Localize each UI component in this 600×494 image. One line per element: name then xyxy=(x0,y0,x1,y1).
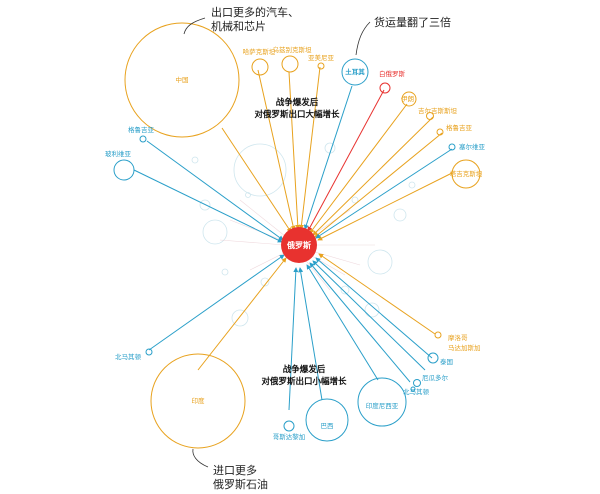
importer-flows xyxy=(133,85,453,411)
label-macedonia-left: 北马其顿 xyxy=(115,352,142,361)
label-thailand: 泰国 xyxy=(440,357,453,366)
annotation-top-left-1: 出口更多的汽车、 xyxy=(211,5,299,19)
label-bolivia: 玻利维亚 xyxy=(105,149,132,158)
background-countries xyxy=(191,142,416,327)
label-armenia: 亚美尼亚 xyxy=(308,53,335,62)
label-morocco2: 马达加斯加 xyxy=(448,343,481,352)
annotation-top-right: 货运量翻了三倍 xyxy=(374,15,451,29)
annotation-bottom-left-2: 俄罗斯石油 xyxy=(213,477,268,491)
annotation-top-left-2: 机械和芯片 xyxy=(211,19,266,33)
country-thailand[interactable] xyxy=(427,352,439,364)
annotation-mid-top-1: 战争爆发后 xyxy=(276,97,319,108)
label-india: 印度 xyxy=(192,396,206,405)
annotation-leaders xyxy=(183,17,371,468)
country-kyrgyz-blue[interactable] xyxy=(139,135,147,143)
country-iran[interactable] xyxy=(401,91,417,107)
annotation-mid-top-2: 对俄罗斯出口大幅增长 xyxy=(254,109,340,120)
label-kazakhstan: 哈萨克斯坦 xyxy=(243,47,276,56)
label-belarus: 白俄罗斯 xyxy=(379,69,406,78)
label-china: 中国 xyxy=(176,75,189,84)
country-serbia[interactable] xyxy=(448,143,456,151)
exporter-flows xyxy=(197,66,453,371)
country-tajikistan[interactable] xyxy=(451,159,481,189)
country-labels: 中国 哈萨克斯坦 乌兹别克斯坦 亚美尼亚 土耳其 白俄罗斯 伊朗 吉尔吉斯斯坦 … xyxy=(105,45,486,441)
country-ecuador[interactable] xyxy=(413,379,421,387)
country-bolivia[interactable] xyxy=(113,159,135,181)
country-kyrgyzstan[interactable] xyxy=(426,112,434,120)
label-north-macedonia: 北马其顿 xyxy=(403,387,430,396)
label-turkey: 土耳其 xyxy=(345,67,365,76)
country-brazil[interactable] xyxy=(305,398,349,442)
country-morocco[interactable] xyxy=(434,331,442,339)
label-ecuador: 厄瓜多尔 xyxy=(422,373,449,382)
russia-node[interactable]: 俄罗斯 xyxy=(281,227,317,263)
annotation-mid-bottom-2: 对俄罗斯出口小幅增长 xyxy=(261,376,347,387)
label-brazil: 巴西 xyxy=(321,422,335,430)
country-india[interactable] xyxy=(150,353,246,449)
country-indonesia[interactable] xyxy=(357,377,407,427)
label-iran: 伊朗 xyxy=(401,94,414,103)
annotations: 出口更多的汽车、 机械和芯片 货运量翻了三倍 战争爆发后 对俄罗斯出口大幅增长 … xyxy=(211,5,451,491)
label-costa-rica: 哥斯达黎加 xyxy=(273,432,306,441)
label-georgia: 格鲁吉亚 xyxy=(446,123,473,132)
annotation-bottom-left-1: 进口更多 xyxy=(213,463,257,477)
label-serbia: 塞尔维亚 xyxy=(459,142,486,151)
annotation-mid-bottom-1: 战争爆发后 xyxy=(283,364,326,375)
label-kyrgyz-blue: 格鲁吉亚 xyxy=(128,125,155,134)
label-tajikistan: 塔吉克斯坦 xyxy=(450,169,483,178)
belarus-flow xyxy=(307,89,385,232)
country-costa-rica[interactable] xyxy=(283,420,295,432)
country-macedonia[interactable] xyxy=(145,348,153,356)
country-armenia[interactable] xyxy=(317,62,325,70)
label-kyrgyzstan: 吉尔吉斯斯坦 xyxy=(418,106,458,115)
label-indonesia: 印度尼西亚 xyxy=(366,401,399,410)
country-belarus[interactable] xyxy=(379,82,391,94)
country-uzbekistan[interactable] xyxy=(281,55,299,73)
russia-label: 俄罗斯 xyxy=(286,240,311,250)
country-china[interactable] xyxy=(124,22,240,138)
label-morocco: 摩洛哥 xyxy=(448,333,468,342)
label-uzbekistan: 乌兹别克斯坦 xyxy=(273,45,313,54)
country-kazakhstan[interactable] xyxy=(251,58,269,76)
country-north-macedonia[interactable] xyxy=(410,386,416,392)
country-georgia[interactable] xyxy=(436,128,444,136)
country-turkey[interactable] xyxy=(341,58,369,86)
